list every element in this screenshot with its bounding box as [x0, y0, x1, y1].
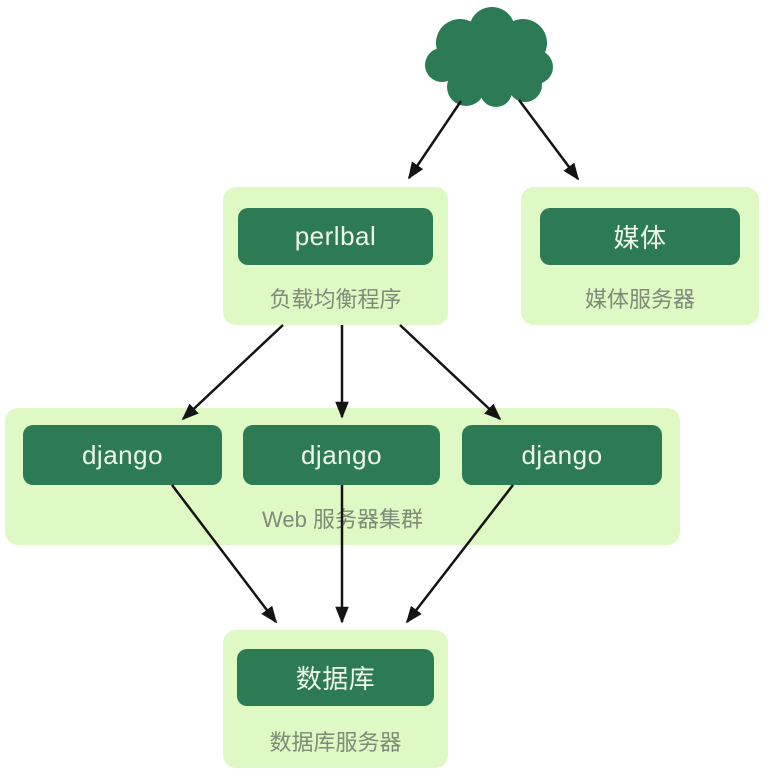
group-label-web-cluster: Web 服务器集群	[262, 507, 423, 532]
edge-load-balancer-to-django-1	[181, 324, 284, 421]
node-perlbal-label: perlbal	[294, 221, 377, 251]
group-web-cluster: django django django Web 服务器集群	[5, 408, 680, 545]
node-media: 媒体	[540, 208, 740, 265]
node-django-1: django	[23, 425, 222, 485]
node-database: 数据库	[237, 649, 434, 706]
edge-cloud-to-load-balancer	[407, 100, 463, 180]
node-perlbal: perlbal	[238, 208, 433, 265]
group-label-db-server: 数据库服务器	[269, 730, 402, 755]
node-django-3: django	[462, 425, 662, 485]
node-database-label: 数据库	[295, 664, 376, 694]
group-media-server: 媒体 媒体服务器	[521, 187, 759, 325]
node-media-label: 媒体	[613, 223, 667, 253]
node-django-1-label: django	[81, 439, 164, 470]
edge-load-balancer-to-django-3	[399, 324, 502, 421]
edge-cloud-to-media-server	[517, 99, 580, 181]
node-django-2-label: django	[300, 439, 383, 470]
node-django-2: django	[243, 425, 440, 485]
group-label-media-server: 媒体服务器	[584, 287, 695, 312]
node-django-3-label: django	[521, 439, 603, 470]
group-label-load-balancer: 负载均衡程序	[269, 287, 402, 312]
group-load-balancer: perlbal 负载均衡程序	[223, 187, 448, 325]
cloud-icon	[425, 7, 553, 107]
group-db-server: 数据库 数据库服务器	[223, 630, 448, 768]
